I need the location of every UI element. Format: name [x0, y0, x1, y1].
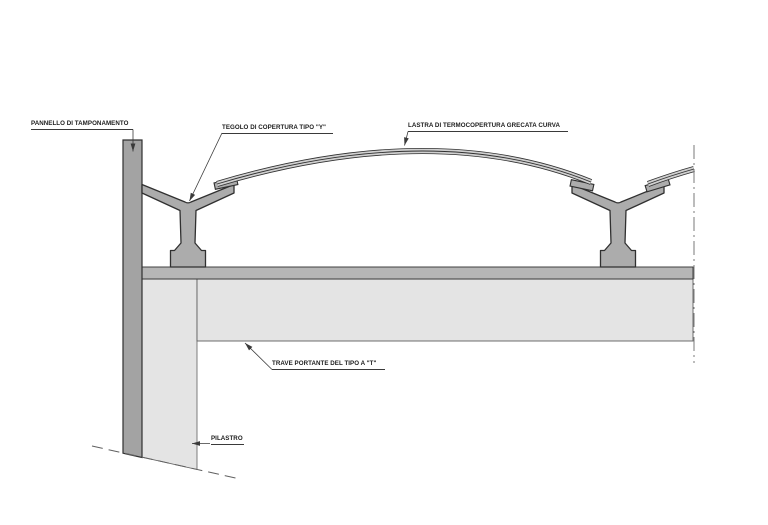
y-tegolo-left — [141, 183, 235, 268]
label-lastra-di-termocopertura: LASTRA DI TERMOCOPERTURA GRECATA CURVA — [408, 122, 568, 132]
leader-tegolo — [189, 132, 223, 202]
pillar-shape — [141, 278, 198, 470]
wall-panel-shape — [122, 139, 143, 459]
label-pilastro: PILASTRO — [211, 435, 244, 445]
roof-sheet-arc — [216, 148, 593, 187]
break-line — [91, 445, 241, 480]
beam-top-band — [141, 266, 694, 280]
label-tegolo-di-copertura-tipo-y: TEGOLO DI COPERTURA TIPO "Y" — [222, 124, 333, 134]
leader-lastra — [404, 131, 409, 146]
label-pannello-di-tamponamento: PANNELLO DI TAMPONAMENTO — [31, 120, 133, 130]
leader-trave — [244, 342, 273, 370]
beam-shape — [196, 278, 694, 342]
y-tegolo-right — [571, 183, 665, 268]
label-trave-portante-tipo-t: TRAVE PORTANTE DEL TIPO A "T" — [272, 360, 385, 370]
roof-sheet-arc-next-bay — [646, 166, 695, 187]
sheet-support-flange-right-y-left — [569, 179, 595, 192]
